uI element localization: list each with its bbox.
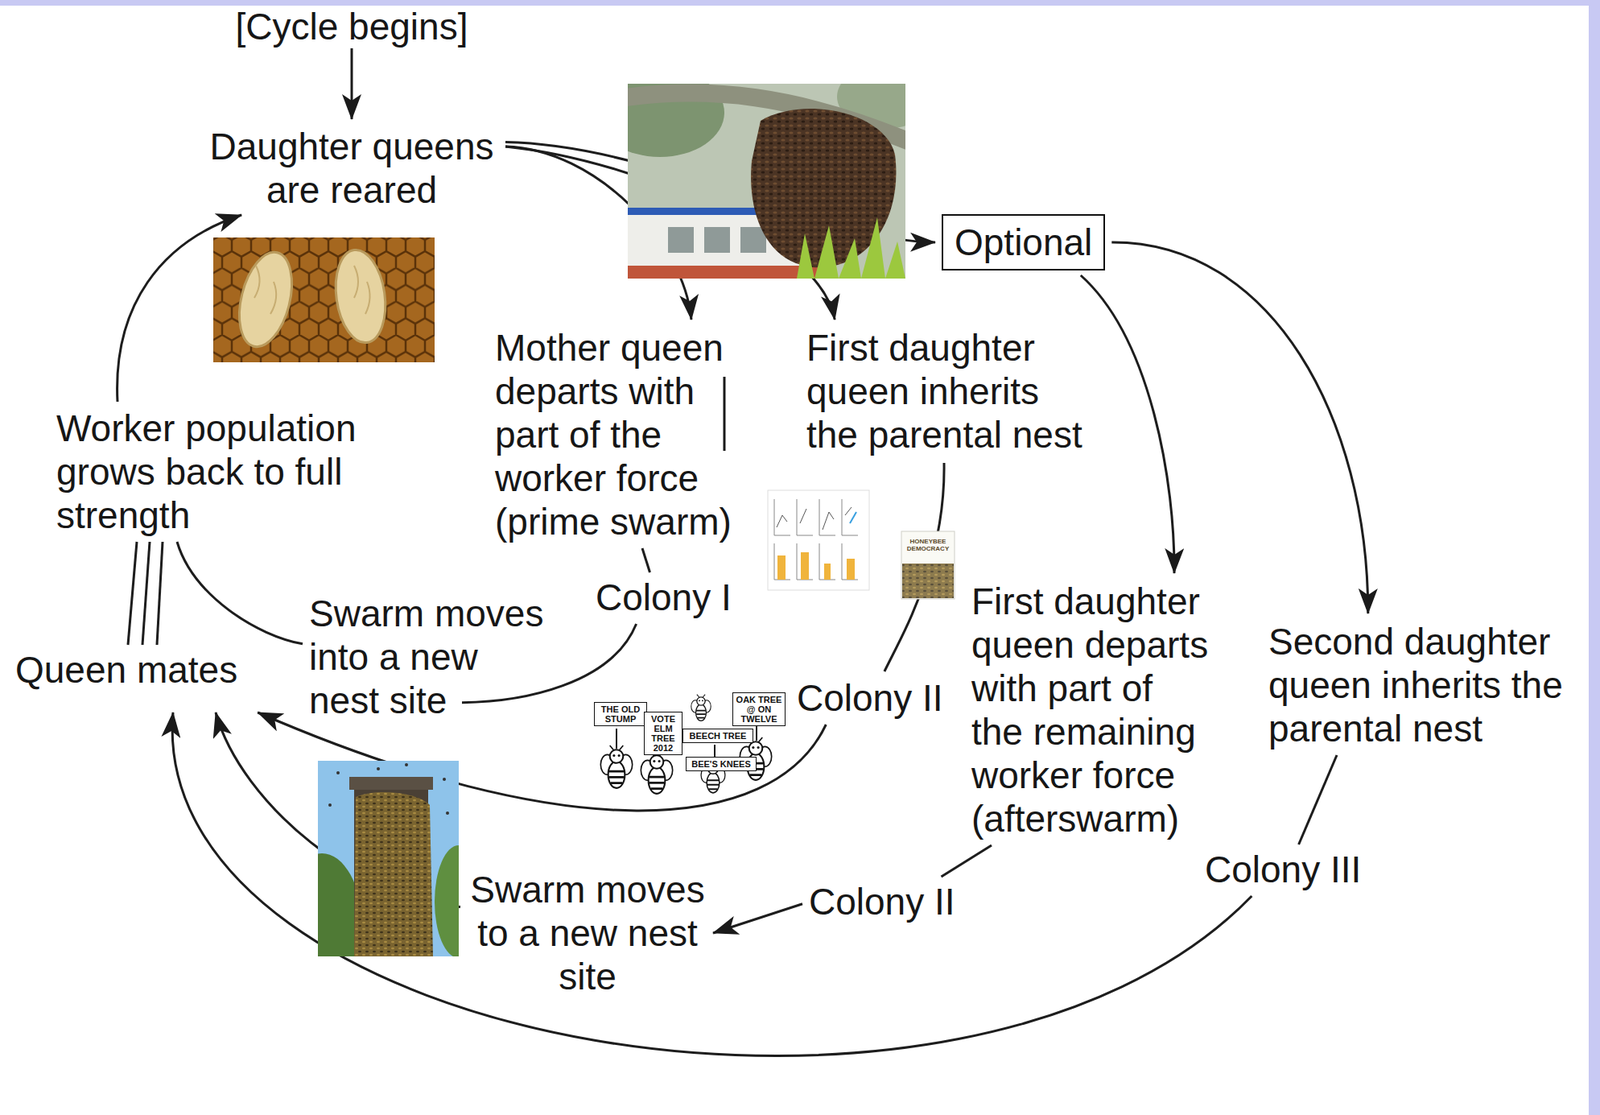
queen-cell-photo-part [230,247,301,353]
stage-text: Queen mates [15,647,238,692]
flow-arrow [642,548,651,573]
flow-arrow [142,541,150,645]
node-text: Swarm moves into a new nest site [309,591,551,722]
chart-thumbnail-part [849,511,857,524]
tree-swarm-photo-part [328,803,332,807]
stage-text: Colony III [1204,847,1361,891]
chart-thumbnail-part [800,552,809,580]
swarm-photo-part [796,217,906,279]
start-arrow-part [350,48,354,120]
node-text: Swarm moves to a new nest site [466,867,709,998]
node-text: Queen mates [15,647,238,692]
tree-swarm-photo-part [354,791,433,957]
sign-text: OAK TREE @ ON TWELVE [732,692,786,726]
sign-text: BEECH TREE [682,728,754,743]
queen-cell-photo-part [329,246,392,346]
option-box: Optional [941,214,1106,271]
sign-text: BEE'S KNEES [685,756,757,772]
stage-text: Colony I [595,575,732,619]
swarm-photo [627,83,906,279]
stage-text: First daughter queen inherits the parent… [806,325,1090,457]
chart-thumbnail-part [846,558,855,580]
chart-thumbnail [767,490,870,590]
voting-bees-cartoon-part [600,745,632,788]
queen-cell-photo-part [254,265,371,314]
flow-arrow [127,541,137,645]
screen-frame [1588,0,1600,1115]
tree-swarm-photo-part [376,767,380,771]
tree-swarm-photo-part [445,811,450,815]
stage-text: First daughter queen departs with part o… [971,579,1213,841]
tree-swarm-photo-part [404,762,409,767]
flow-arrow [177,541,303,644]
node-text: Worker population grows back to full str… [56,406,363,537]
bracket-line [724,376,726,451]
flow-arrow [156,541,163,645]
swarm-photo-part [704,226,730,253]
start-label: [Cycle begins] [230,4,473,49]
stage-text: Worker population grows back to full str… [56,406,363,537]
flow-arrow [461,623,637,703]
tree-swarm-photo-part [349,776,433,790]
chart-thumbnail-part [776,507,852,530]
chart-thumbnail-part [774,543,858,580]
flow-arrow [1111,242,1369,614]
stage-text: Mother queen departs with part of the wo… [494,325,741,544]
chart-thumbnail-part [774,498,858,536]
tree-swarm-photo-part [434,845,459,957]
stage-text: Swarm moves into a new nest site [309,591,551,722]
stage-text: Colony II [808,879,956,924]
stage-text: Second daughter queen inherits the paren… [1268,619,1571,751]
node-text: Mother queen departs with part of the wo… [494,325,741,544]
bracket-line-part [723,376,726,451]
node-text: Daughter queens are reared [202,124,501,212]
node-text: First daughter queen inherits the parent… [806,325,1090,457]
node-text: First daughter queen departs with part o… [971,579,1213,841]
node-text: Colony II [808,879,956,924]
book-cover [901,531,955,599]
book-cover-part [901,531,955,599]
stage-text: Colony II [796,676,944,720]
queen-cell-photo-part [213,237,435,363]
chart-thumbnail-part [824,563,831,580]
tree-swarm-photo [317,760,459,957]
node-text: Colony I [595,575,732,619]
queen-cell-photo [213,237,435,363]
node-text: Colony II [796,676,944,720]
chart-thumbnail-part [777,555,786,580]
flow-arrow [941,845,993,877]
flow-arrow [713,903,803,933]
stage-text: Swarm moves to a new nest site [466,867,709,998]
flow-arrow [1080,275,1175,574]
tree-swarm-photo-part [442,777,446,781]
flow-arrow [1298,754,1337,845]
swarm-photo-part [668,226,694,253]
stage-text: Daughter queens are reared [202,124,501,212]
chart-thumbnail-part [767,490,870,590]
cover-title: HONEYBEE DEMOCRACY [904,537,952,553]
sign-text: THE OLD STUMP [593,701,648,726]
node-text: Optional [954,220,1093,264]
node-text: Colony III [1204,847,1361,891]
screen-frame [0,0,1600,6]
voting-bees-cartoon-part [640,750,673,794]
start-arrow [351,48,353,120]
voting-bees-cartoon-part [691,694,711,722]
book-cover-part [902,563,954,598]
swarm-photo-part [627,265,821,279]
sign-text: VOTE ELM TREE 2012 [643,711,683,755]
tree-swarm-photo-part [336,771,340,775]
node-text: Second daughter queen inherits the paren… [1268,619,1571,751]
